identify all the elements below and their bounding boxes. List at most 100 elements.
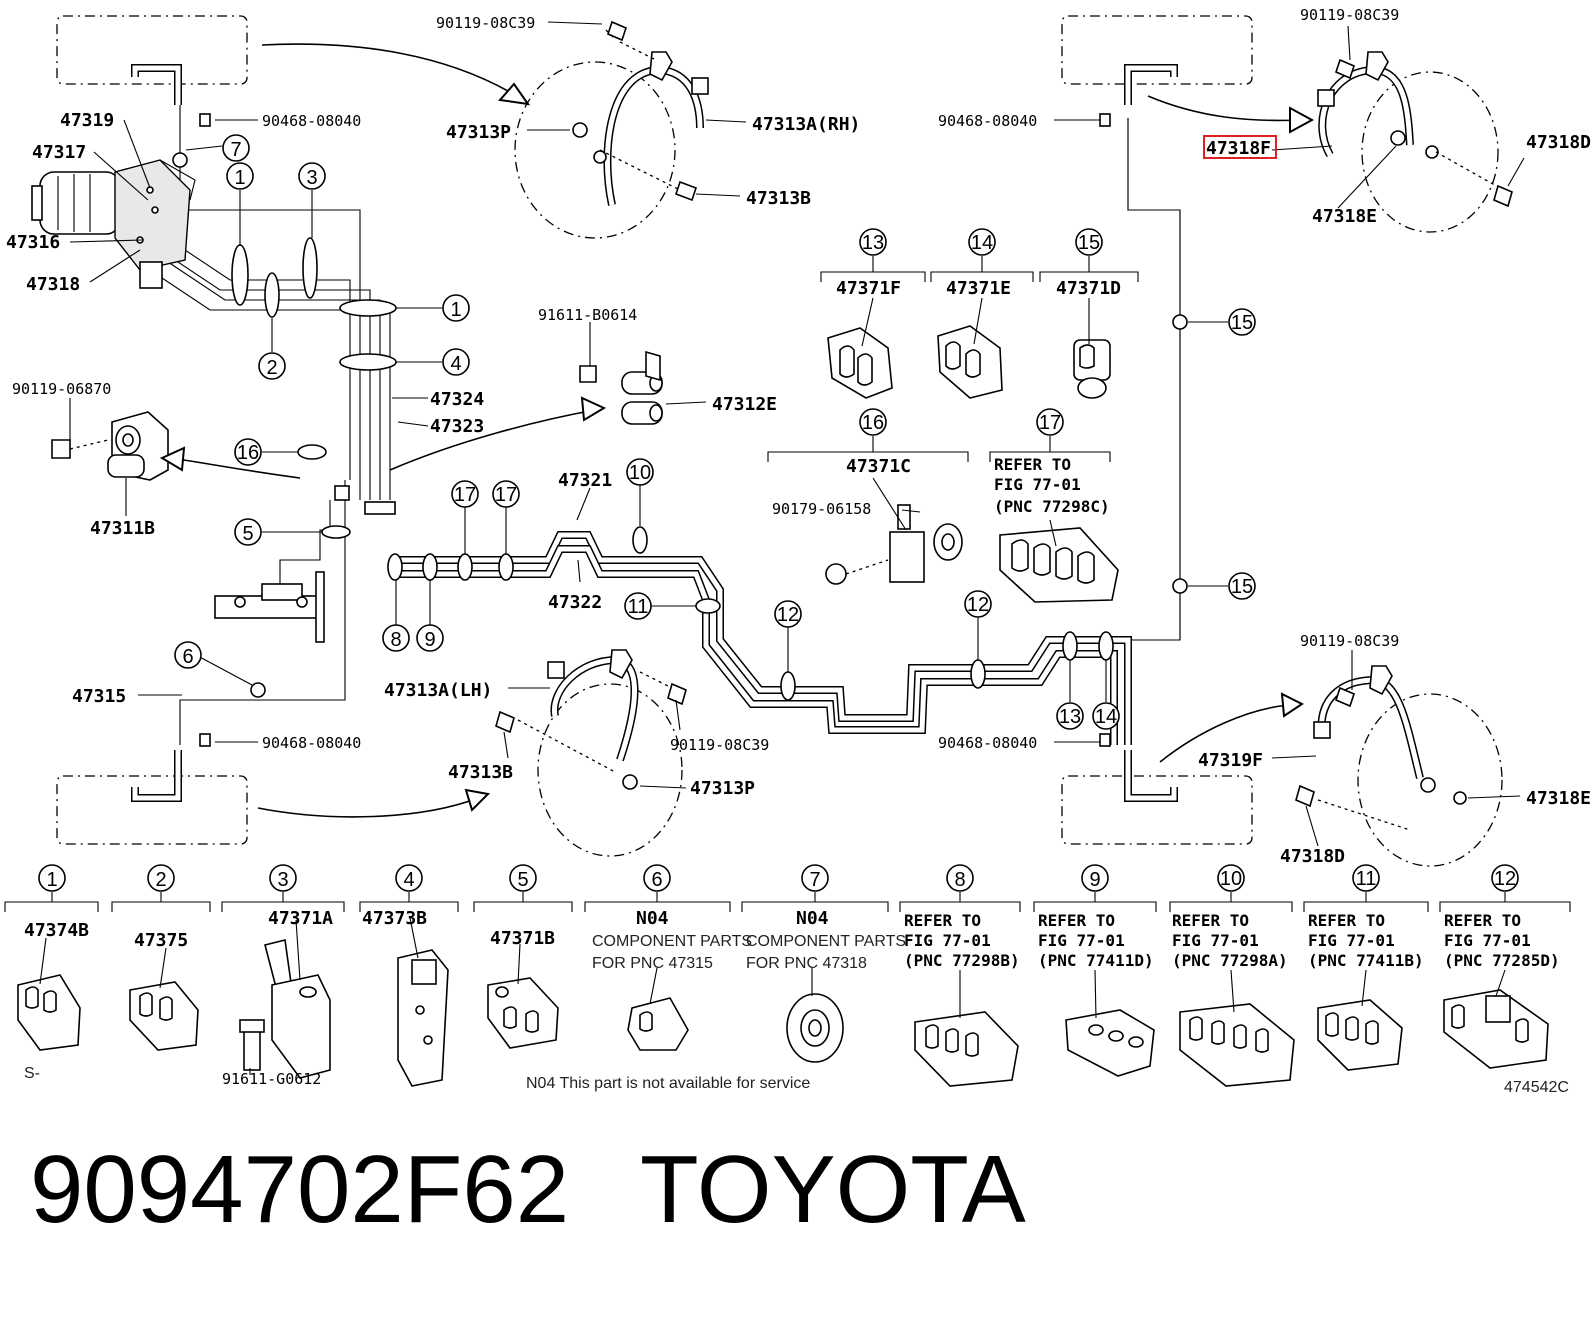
svg-text:4: 4 <box>450 353 461 375</box>
svg-text:1: 1 <box>234 167 245 189</box>
clip-47371a-drawing <box>239 939 331 1079</box>
rear-left-panel <box>56 775 248 845</box>
svg-text:FIG 77-01: FIG 77-01 <box>1444 931 1531 950</box>
svg-text:(PNC 77411D): (PNC 77411D) <box>1038 951 1154 970</box>
clamp-16 <box>297 444 327 460</box>
label-47318d-b: 47318D <box>1280 846 1345 867</box>
svg-text:5: 5 <box>517 869 528 891</box>
label-47319f: 47319F <box>1198 750 1263 771</box>
callout-15b: 15 <box>1228 572 1256 600</box>
callout-13-top: 13 <box>859 228 887 256</box>
clip-77298a-drawing <box>1179 1003 1295 1087</box>
clamp-5 <box>321 525 351 539</box>
clip-77411b-drawing <box>1317 999 1403 1071</box>
label-47371e: 47371E <box>946 278 1011 299</box>
bolt-icon <box>674 180 698 202</box>
callout-14-top: 14 <box>968 228 996 256</box>
bolt-icon <box>1099 113 1111 127</box>
callout-4: 4 <box>442 348 470 376</box>
bolt-icon <box>495 710 515 734</box>
refer-to-77411b: REFER TO <box>1308 911 1385 930</box>
label-47317: 47317 <box>32 142 86 163</box>
callout-12b: 12 <box>964 590 992 618</box>
svg-text:15: 15 <box>1078 232 1100 254</box>
clip-47371d <box>1073 339 1111 399</box>
rear-left-hose-area <box>537 683 683 857</box>
label-47315: 47315 <box>72 686 126 707</box>
svg-text:8: 8 <box>390 629 401 651</box>
svg-text:(PNC 77298B): (PNC 77298B) <box>904 951 1020 970</box>
bracket-47311b <box>51 411 169 481</box>
callout-3: 3 <box>298 162 326 190</box>
bolt-icon <box>51 439 71 459</box>
bolt-icon <box>1335 686 1355 708</box>
callout-row-2: 2 <box>147 864 175 892</box>
callout-row-6: 6 <box>643 864 671 892</box>
clip-47371c <box>825 504 963 585</box>
svg-text:7: 7 <box>809 869 820 891</box>
clamp-6 <box>250 682 266 698</box>
bolt-icon <box>1295 784 1315 808</box>
svg-text:11: 11 <box>1356 868 1377 890</box>
callout-13: 13 <box>1056 702 1084 730</box>
svg-text:(PNC 77285D): (PNC 77285D) <box>1444 951 1560 970</box>
svg-text:9: 9 <box>424 629 435 651</box>
callout-15a: 15 <box>1228 308 1256 336</box>
note-for-pnc-47315: FOR PNC 47315 <box>592 955 713 972</box>
label-47373b: 47373B <box>362 908 427 929</box>
note-component-parts-a: COMPONENT PARTS <box>592 933 752 950</box>
clip-77411d-drawing <box>1065 1009 1155 1077</box>
bracket-47315 <box>214 571 325 643</box>
label-47371f: 47371F <box>836 278 901 299</box>
svg-text:(PNC 77411B): (PNC 77411B) <box>1308 951 1424 970</box>
svg-text:5: 5 <box>242 523 253 545</box>
label-47313b-a: 47313B <box>746 188 811 209</box>
leader-lines <box>39 21 1525 1075</box>
label-90468-08040-c: 90468-08040 <box>262 734 361 752</box>
label-47371c: 47371C <box>846 456 911 477</box>
svg-text:17: 17 <box>1039 412 1061 434</box>
svg-text:10: 10 <box>1220 868 1242 890</box>
arrow-rear-right <box>1159 704 1291 763</box>
callout-row-8: 8 <box>946 864 974 892</box>
label-47323: 47323 <box>430 416 484 437</box>
clip-77298b-drawing <box>914 1011 1019 1087</box>
svg-text:12: 12 <box>967 594 989 616</box>
clamp-12a <box>780 671 796 701</box>
svg-text:FIG 77-01: FIG 77-01 <box>1172 931 1259 950</box>
clamp-3 <box>302 237 318 299</box>
label-90468-08040-b: 90468-08040 <box>938 112 1037 130</box>
clip-47373b-drawing <box>397 949 449 1087</box>
callout-14: 14 <box>1092 702 1120 730</box>
label-47313p-b: 47313P <box>690 778 755 799</box>
clip-47374b-drawing <box>17 974 81 1051</box>
part-footer: 9094702F62 TOYOTA <box>30 1120 1130 1260</box>
junction-block <box>334 485 350 501</box>
refer-to-77298c: REFER TO <box>994 455 1071 474</box>
label-47318e-b: 47318E <box>1526 788 1591 809</box>
label-47312e: 47312E <box>712 394 777 415</box>
svg-text:10: 10 <box>629 462 651 484</box>
front-right-hose-area <box>1361 71 1499 233</box>
svg-text:2: 2 <box>266 357 277 379</box>
svg-text:3: 3 <box>306 167 317 189</box>
illustration-id: 474542C <box>1504 1079 1569 1096</box>
clip-47371b-drawing <box>487 977 559 1049</box>
svg-text:14: 14 <box>971 232 993 254</box>
callout-15-top: 15 <box>1075 228 1103 256</box>
bolt-icon <box>1335 58 1355 80</box>
bolt-icon <box>607 20 627 42</box>
callout-1: 1 <box>226 162 254 190</box>
label-47371d: 47371D <box>1056 278 1121 299</box>
note-component-parts-b: COMPONENT PARTS <box>746 933 906 950</box>
label-90119-08c39-d: 90119-08C39 <box>670 736 769 754</box>
highlight-box <box>1203 135 1277 159</box>
bracket-47312e <box>579 350 663 425</box>
label-90119-08c39-c: 90119-08C39 <box>1300 632 1399 650</box>
grommet-n04-47318-drawing <box>786 993 844 1063</box>
svg-text:1: 1 <box>450 299 461 321</box>
n04-availability-note: N04 This part is not available for servi… <box>526 1075 810 1092</box>
callout-row-4: 4 <box>395 864 423 892</box>
